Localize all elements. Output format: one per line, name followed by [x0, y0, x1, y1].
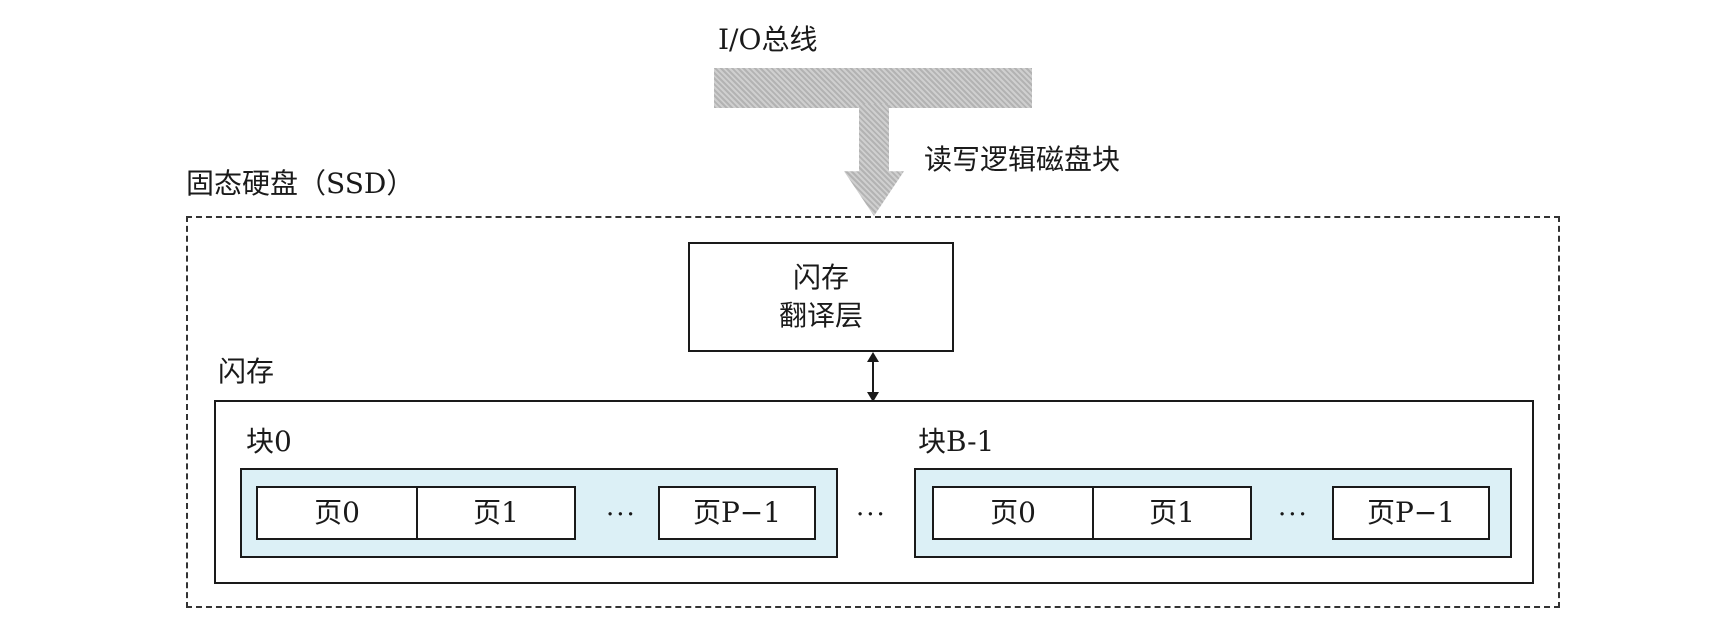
- block-0-label: 块0: [246, 425, 292, 458]
- bus-to-ssd-arrow: [844, 104, 904, 216]
- io-bus: [714, 68, 1032, 108]
- block-last-page-1: 页1: [1092, 486, 1252, 540]
- flash-label: 闪存: [218, 355, 275, 388]
- block-last-label: 块B-1: [918, 425, 995, 458]
- ssd-container: [186, 216, 1560, 608]
- block-last-ellipsis: ···: [1278, 500, 1309, 530]
- ftl-flash-connector: [867, 352, 879, 402]
- ssd-label: 固态硬盘（SSD）: [186, 167, 415, 200]
- block-0-last-page: 页P−1: [658, 486, 816, 540]
- flash-translation-layer: 闪存 翻译层: [688, 242, 954, 352]
- block-last-page-0: 页0: [932, 486, 1094, 540]
- io-bus-label: I/O总线: [718, 23, 818, 56]
- block-0-page-0: 页0: [256, 486, 418, 540]
- block-0-page-1: 页1: [416, 486, 576, 540]
- read-write-logical-blocks-label: 读写逻辑磁盘块: [924, 143, 1121, 176]
- block-last-last-page: 页P−1: [1332, 486, 1490, 540]
- ftl-line1: 闪存: [792, 261, 849, 295]
- between-blocks-ellipsis: ···: [856, 500, 887, 530]
- ftl-line2: 翻译层: [778, 299, 863, 332]
- block-0-ellipsis: ···: [606, 500, 637, 530]
